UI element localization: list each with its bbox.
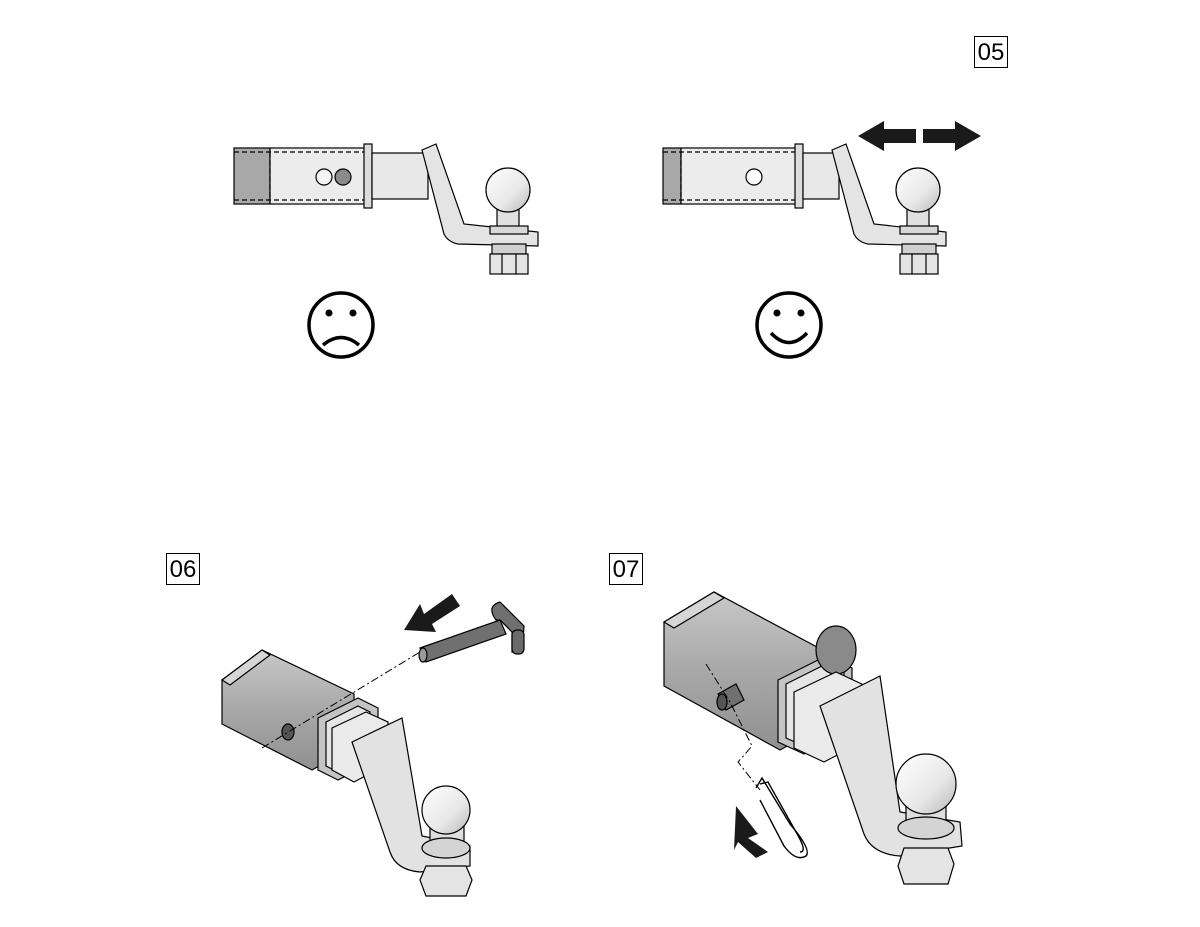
sad-face-icon bbox=[307, 291, 375, 359]
hitch-clip-icon bbox=[755, 776, 808, 859]
insert-arrow-icon bbox=[404, 594, 460, 632]
double-arrow-icon bbox=[858, 121, 981, 151]
hitch-side-view-wrong bbox=[233, 143, 539, 275]
step-number-06: 06 bbox=[166, 553, 200, 585]
hitch-side-view-correct bbox=[662, 143, 947, 275]
happy-face-icon bbox=[755, 291, 823, 359]
clip-insert-arrow-icon bbox=[734, 806, 768, 858]
step-number-07: 07 bbox=[609, 553, 643, 585]
hitch-pin-icon bbox=[418, 601, 525, 663]
hitch-iso-step-06 bbox=[220, 649, 473, 897]
step-number-05: 05 bbox=[974, 36, 1008, 68]
hitch-iso-step-07 bbox=[662, 591, 963, 885]
pin-alignment-line-06 bbox=[261, 651, 421, 749]
